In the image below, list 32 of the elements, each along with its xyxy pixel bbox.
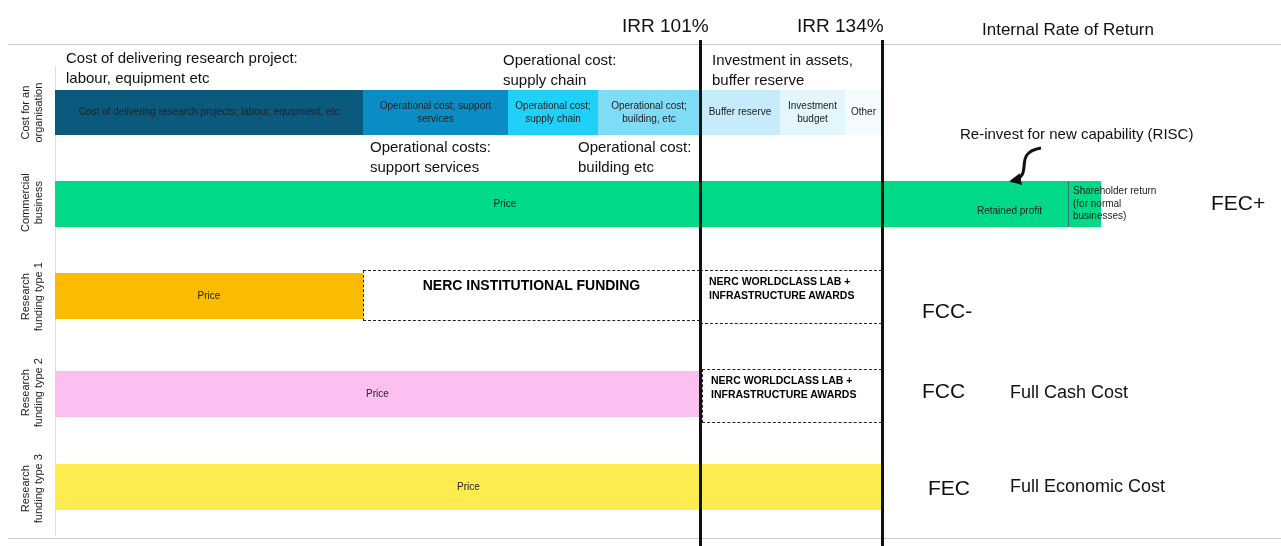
cost-segment: Operational cost; supply chain [508, 90, 598, 135]
price-bar: Price [55, 181, 955, 227]
annotation-text: Re-invest for new capability (RISC) [960, 124, 1230, 146]
cost-segment: Other [845, 90, 882, 135]
price-bar: Price [55, 273, 363, 319]
annotation-text: Operational cost: supply chain [503, 50, 618, 89]
cost-segment: Investment budget [780, 90, 845, 135]
price-bar: Price [55, 464, 882, 510]
cost-code: FCC [922, 378, 966, 404]
annotation-text: Investment in assets, buffer reserve [712, 50, 854, 89]
price-bar: Price [55, 371, 700, 417]
row-label: Commercial business [19, 172, 45, 234]
cost-segment: Buffer reserve [700, 90, 780, 135]
annotation-text: Operational costs: support services [370, 137, 492, 176]
irr-label: IRR 134% [797, 14, 884, 38]
annotation-text: Cost of delivering research project: labour, equipment etc [66, 48, 299, 87]
cost-segment: Operational cost; support services [363, 90, 508, 135]
row-label: Research funding type 1 [19, 261, 45, 334]
cost-code: FCC- [922, 298, 973, 324]
cost-definition: Full Cash Cost [1010, 381, 1129, 404]
cost-code: FEC+ [1211, 190, 1266, 216]
cost-segment: Cost of delivering research projects; labour, equipment, etc [55, 90, 363, 135]
row-label: Research funding type 2 [19, 357, 45, 430]
profit-segment: Retained profit [955, 181, 1068, 227]
cost-definition: Full Economic Cost [1010, 475, 1166, 498]
cost-code: FEC [928, 475, 970, 501]
row-label: Cost for an organisation [19, 81, 45, 145]
cost-segment: Operational cost; building, etc [598, 90, 700, 135]
irr-label: IRR 101% [622, 14, 709, 38]
annotation-text: Operational cost: building etc [578, 137, 693, 176]
row-label: Research funding type 3 [19, 453, 45, 526]
axis-title: Internal Rate of Return [982, 19, 1154, 41]
